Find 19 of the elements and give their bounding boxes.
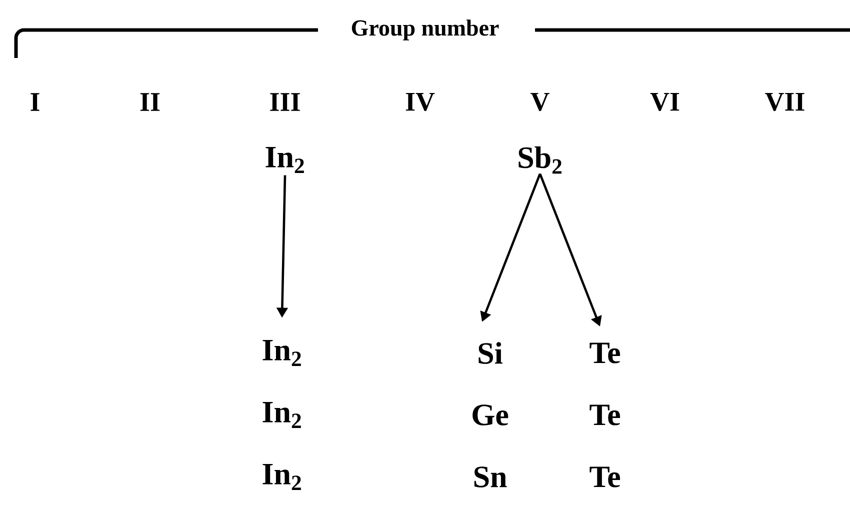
group-numeral: VI bbox=[650, 92, 680, 112]
group-numeral: II bbox=[140, 93, 160, 111]
element-symbol: Si bbox=[478, 342, 502, 364]
element-symbol: Sn bbox=[474, 466, 507, 488]
group-numeral: I bbox=[30, 93, 40, 111]
group-numeral: III bbox=[270, 93, 300, 111]
element-symbol: Te bbox=[590, 466, 620, 488]
group-numeral: V bbox=[530, 92, 550, 112]
axis-title: Group number bbox=[352, 20, 499, 40]
element-symbol: Ge bbox=[472, 404, 508, 426]
element-symbol: Te bbox=[590, 404, 620, 426]
element-symbol: In$_{2}$ bbox=[262, 402, 301, 428]
element-symbol: In$_{2}$ bbox=[262, 340, 301, 366]
element-symbol: In$_{2}$ bbox=[262, 464, 301, 490]
group-numeral: IV bbox=[406, 92, 435, 112]
element-symbol: In$_{2}$ bbox=[266, 146, 304, 174]
group-numeral: VII bbox=[765, 92, 804, 112]
element-symbol: Sb$_{2}$ bbox=[518, 146, 562, 174]
element-symbol: Te bbox=[590, 342, 620, 364]
